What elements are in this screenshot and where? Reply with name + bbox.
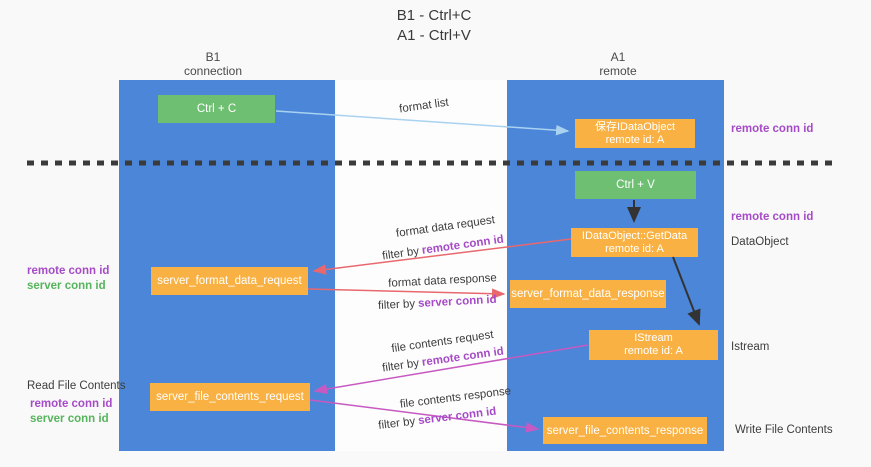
lane-a1-role: remote [599,64,637,78]
annotation-server-conn-id-left-2: server conn id [30,413,109,425]
getdata-line1: IDataObject::GetData [581,229,688,242]
annotation-remote-conn-id-left-1: remote conn id [27,265,110,277]
node-ctrl-v: Ctrl + V [575,171,696,199]
annotation-remote-conn-id-top-right: remote conn id [731,123,814,135]
annotation-remote-conn-id-mid-right: remote conn id [731,211,814,223]
server-file-contents-request-label: server_file_contents_request [156,391,304,403]
save-idataobject-line2: remote id: A [605,133,665,146]
server-format-data-request-label: server_format_data_request [157,275,302,287]
ctrl-v-label: Ctrl + V [616,179,655,191]
filter-by-text: filter by [377,298,416,313]
node-server-file-contents-response: server_file_contents_response [543,417,707,444]
node-server-file-contents-request: server_file_contents_request [150,383,310,411]
diagram-title: B1 - Ctrl+C A1 - Ctrl+V [334,6,534,46]
istream-line2: remote id: A [624,345,683,357]
node-idataobject-getdata: IDataObject::GetData remote id: A [571,228,698,257]
getdata-line2: remote id: A [605,242,664,255]
server-file-contents-response-label: server_file_contents_response [546,424,704,437]
ctrl-c-label: Ctrl + C [196,103,237,115]
annotation-write-file-contents: Write File Contents [735,424,833,436]
node-save-idataobject: 保存IDataObject remote id: A [575,119,695,148]
lane-header-a1: A1 remote [558,50,678,78]
annotation-read-file-contents: Read File Contents [27,380,126,392]
lane-header-b1: B1 connection [153,50,273,78]
node-server-format-data-request: server_format_data_request [151,267,308,295]
lane-b1-role: connection [183,64,243,78]
save-idataobject-line1: 保存IDataObject [594,120,676,133]
annotation-server-conn-id-left-1: server conn id [27,280,106,292]
lane-b1-name: B1 [205,50,221,64]
lane-a1-name: A1 [610,50,626,64]
annotation-remote-conn-id-left-2: remote conn id [30,398,113,410]
annotation-istream: Istream [731,341,770,353]
title-line-1: B1 - Ctrl+C [396,7,472,24]
istream-line1: IStream [634,332,673,344]
node-ctrl-c: Ctrl + C [158,95,275,123]
node-istream: IStream remote id: A [589,330,718,360]
node-server-format-data-response: server_format_data_response [510,280,666,308]
title-line-2: A1 - Ctrl+V [397,27,471,44]
server-format-data-response-label: server_format_data_response [511,288,665,300]
annotation-dataobject: DataObject [731,236,789,248]
